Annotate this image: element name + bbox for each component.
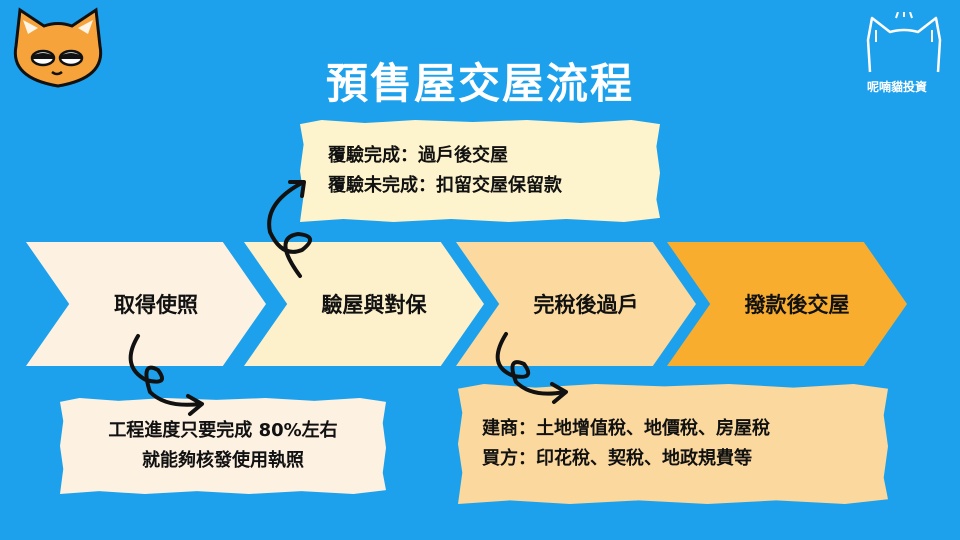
step-label: 撥款後交屋	[744, 293, 850, 317]
step-label: 驗屋與對保	[321, 293, 427, 317]
step-label: 完稅後過戶	[533, 293, 639, 317]
curly-arrow-icon	[495, 332, 568, 404]
page-title: 預售屋交屋流程	[325, 59, 634, 108]
note-line: 建商：土地增值稅、地價稅、房屋稅	[482, 418, 770, 439]
step-label: 取得使照	[114, 293, 198, 317]
cat-outline-logo-icon	[866, 12, 942, 73]
note-line: 覆驗未完成：扣留交屋保留款	[328, 175, 562, 196]
curly-arrow-icon	[267, 180, 312, 278]
note-line: 就能夠核發使用執照	[142, 450, 304, 471]
cat-mascot-icon	[13, 7, 103, 88]
note-line: 覆驗完成：過戶後交屋	[328, 145, 508, 166]
note-taxes: 建商：土地增值稅、地價稅、房屋稅 買方：印花稅、契稅、地政規費等	[458, 384, 888, 504]
note-line: 工程進度只要完成 80%左右	[108, 420, 338, 441]
note-inspection: 覆驗完成：過戶後交屋 覆驗未完成：扣留交屋保留款	[300, 120, 660, 222]
curly-arrow-icon	[128, 334, 204, 416]
note-license: 工程進度只要完成 80%左右 就能夠核發使用執照	[60, 398, 386, 494]
note-line: 買方：印花稅、契稅、地政規費等	[482, 448, 752, 469]
brand-label: 呢喃貓投資	[866, 80, 927, 94]
